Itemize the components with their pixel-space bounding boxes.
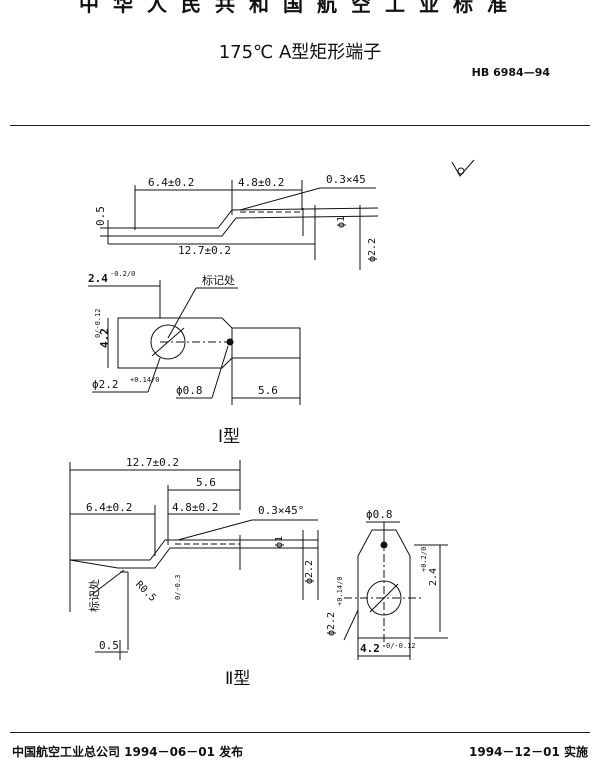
technical-drawing: 6.4±0.2 4.8±0.2 0.3×45 0.5 12.7±0.2 ϕ1 ϕ… [69,159,475,689]
t2-hole-22-tol: +0.14/0 [336,576,344,606]
effective-date: 1994－12－01 实施 [469,745,588,759]
t2-phi22: ϕ2.2 [304,560,315,584]
t2-dim-56: 5.6 [196,476,216,489]
t1-hole-22: ϕ2.2 [92,378,119,391]
t2-dim-total: 12.7±0.2 [126,456,179,469]
t2-dim-42-tol: 0/-0.12 [386,642,416,650]
t1-hole-08: ϕ0.8 [176,384,203,397]
surface-finish-symbol [451,159,475,177]
t1-phi22: ϕ2.2 [367,238,378,262]
t2-dim-42: 4.2 [360,642,380,655]
t1-dim-48: 4.8±0.2 [238,176,284,189]
t2-dim-48: 4.8±0.2 [172,501,218,514]
t1-dim-42-tol: 0/-0.12 [94,308,102,338]
t1-chamfer: 0.3×45 [326,173,366,186]
type2-label: Ⅱ型 [225,669,250,689]
t1-mark-label: 标记处 [202,273,235,287]
t2-dim-24: 2.4 [428,568,439,586]
org-title: 中华人民共和国航空工业标准 [79,0,521,16]
t2-hole-08: ϕ0.8 [366,508,393,521]
type2-side-view: 12.7±0.2 5.6 6.4±0.2 4.8±0.2 0.3×45° ϕ1 … [69,456,319,660]
t1-dim-42: 4.2 [98,328,111,348]
t1-dim-24-tol: -0.2/0 [110,270,135,278]
t1-hole-22-tol: +0.14/0 [130,376,160,384]
t2-hole-22: ϕ2.2 [326,612,337,636]
top-rule [10,125,590,126]
t1-dim-24: 2.4 [88,272,108,285]
t1-dim-total: 12.7±0.2 [178,244,231,257]
t1-phi1: ϕ1 [336,216,347,228]
t1-dim-thick: 0.5 [94,206,107,226]
type1-top-view: 2.4 -0.2/0 标记处 5.6 4.2 0/-0.12 ϕ2.2 +0.1… [88,270,301,405]
t2-phi1: ϕ1 [274,536,285,548]
t2-dim-24-tol: +0.2/0 [420,547,428,572]
t1-dim-56: 5.6 [258,384,278,397]
t2-dim-thick: 0.5 [99,639,119,652]
standard-code: HB 6984—94 [471,66,550,79]
doc-title: 175℃ A型矩形端子 [218,42,382,63]
t2-radius-tol: 0/-0.3 [174,575,182,600]
t2-dim-64: 6.4±0.2 [86,501,132,514]
t1-dim-64: 6.4±0.2 [148,176,194,189]
bottom-rule [10,732,590,733]
issue-info: 中国航空工业总公司 1994－06－01 发布 [12,745,244,759]
t2-mark-label: 标记处 [87,579,101,612]
type1-side-view: 6.4±0.2 4.8±0.2 0.3×45 0.5 12.7±0.2 ϕ1 ϕ… [94,173,379,270]
type1-label: I型 [218,427,240,447]
type2-end-view: ϕ0.8 2.4 +0.2/0 ϕ2.2 +0.14/0 4.2 0/-0.12 [326,508,448,660]
t2-chamfer: 0.3×45° [258,504,304,517]
t2-radius: R0.5 [133,579,158,604]
